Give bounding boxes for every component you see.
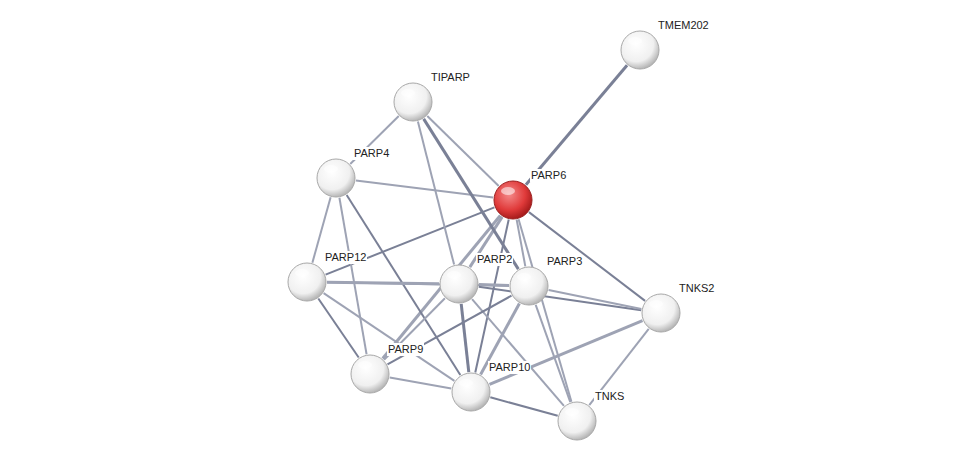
interaction-line <box>519 219 572 402</box>
node-label: PARP10 <box>488 361 531 374</box>
interaction-line <box>479 287 641 310</box>
interaction-line <box>475 220 508 373</box>
node-sphere <box>439 264 479 304</box>
protein-node: PARP10 <box>451 372 491 412</box>
protein-node: PARP6 <box>493 180 533 220</box>
interaction-line <box>327 282 509 285</box>
interaction-line <box>350 116 399 164</box>
protein-node: TNKS2 <box>641 293 681 333</box>
node-label: PARP4 <box>353 147 390 160</box>
node-label: PARP6 <box>530 169 567 182</box>
protein-node: PARP2 <box>439 264 479 304</box>
interaction-line <box>324 293 455 381</box>
node-sphere <box>287 262 327 302</box>
interaction-line <box>549 290 642 309</box>
node-label: PARP2 <box>476 253 513 266</box>
interaction-line <box>526 65 627 184</box>
node-sphere <box>641 293 681 333</box>
node-label: PARP12 <box>324 251 367 264</box>
interaction-line <box>390 378 452 389</box>
node-sphere <box>620 30 660 70</box>
protein-node: PARP12 <box>287 262 327 302</box>
node-label: PARP3 <box>546 255 583 268</box>
interaction-line <box>427 116 498 186</box>
interaction-line <box>424 119 519 269</box>
node-sphere <box>350 354 390 394</box>
node-sphere <box>557 401 597 441</box>
interaction-line <box>490 397 557 415</box>
node-label: PARP9 <box>387 343 424 356</box>
interaction-line <box>479 283 509 287</box>
protein-node: TMEM202 <box>620 30 660 70</box>
node-label: TIPARP <box>430 71 471 84</box>
node-sphere <box>393 82 433 122</box>
interaction-line <box>418 121 454 264</box>
node-label: TMEM202 <box>657 19 710 32</box>
interaction-line <box>318 299 358 358</box>
node-sphere <box>509 266 549 306</box>
interaction-line <box>384 298 445 360</box>
node-sphere <box>493 180 533 220</box>
protein-node: PARP9 <box>350 354 390 394</box>
protein-node: PARP4 <box>316 158 356 198</box>
node-sphere <box>451 372 491 412</box>
node-label: TNKS <box>594 390 625 403</box>
protein-node: TIPARP <box>393 82 433 122</box>
node-label: TNKS2 <box>678 282 715 295</box>
node-sphere <box>316 158 356 198</box>
interaction-line <box>461 304 469 372</box>
protein-node: PARP3 <box>509 266 549 306</box>
interaction-line <box>489 321 642 385</box>
protein-node: TNKS <box>557 401 597 441</box>
